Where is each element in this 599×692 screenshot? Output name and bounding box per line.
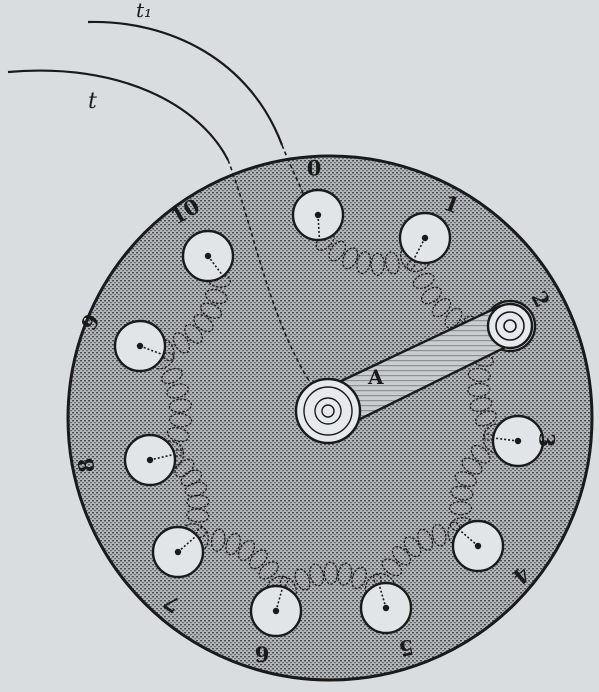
contact-label-6: 6 [255, 642, 270, 667]
contact-stud-1[interactable] [400, 213, 450, 263]
contact-stud-7[interactable] [153, 527, 203, 577]
arm-label: A [367, 365, 384, 389]
contact-stud-9[interactable] [115, 321, 165, 371]
wire-t1 [88, 22, 282, 145]
wire-label-t1: t₁ [136, 0, 152, 22]
contact-stud-5[interactable] [361, 583, 411, 633]
arm-pivot-tip [488, 304, 532, 348]
contact-stud-6[interactable] [251, 586, 301, 636]
wire-t [8, 71, 228, 160]
contact-label-3: 3 [534, 432, 559, 447]
arm-hub [296, 379, 360, 443]
contact-stud-8[interactable] [125, 435, 175, 485]
contact-label-0: 0 [307, 156, 322, 181]
contact-stud-0[interactable] [293, 190, 343, 240]
wire-label-t: t [88, 89, 97, 114]
contact-stud-4[interactable] [453, 521, 503, 571]
contact-stud-10[interactable] [183, 231, 233, 281]
